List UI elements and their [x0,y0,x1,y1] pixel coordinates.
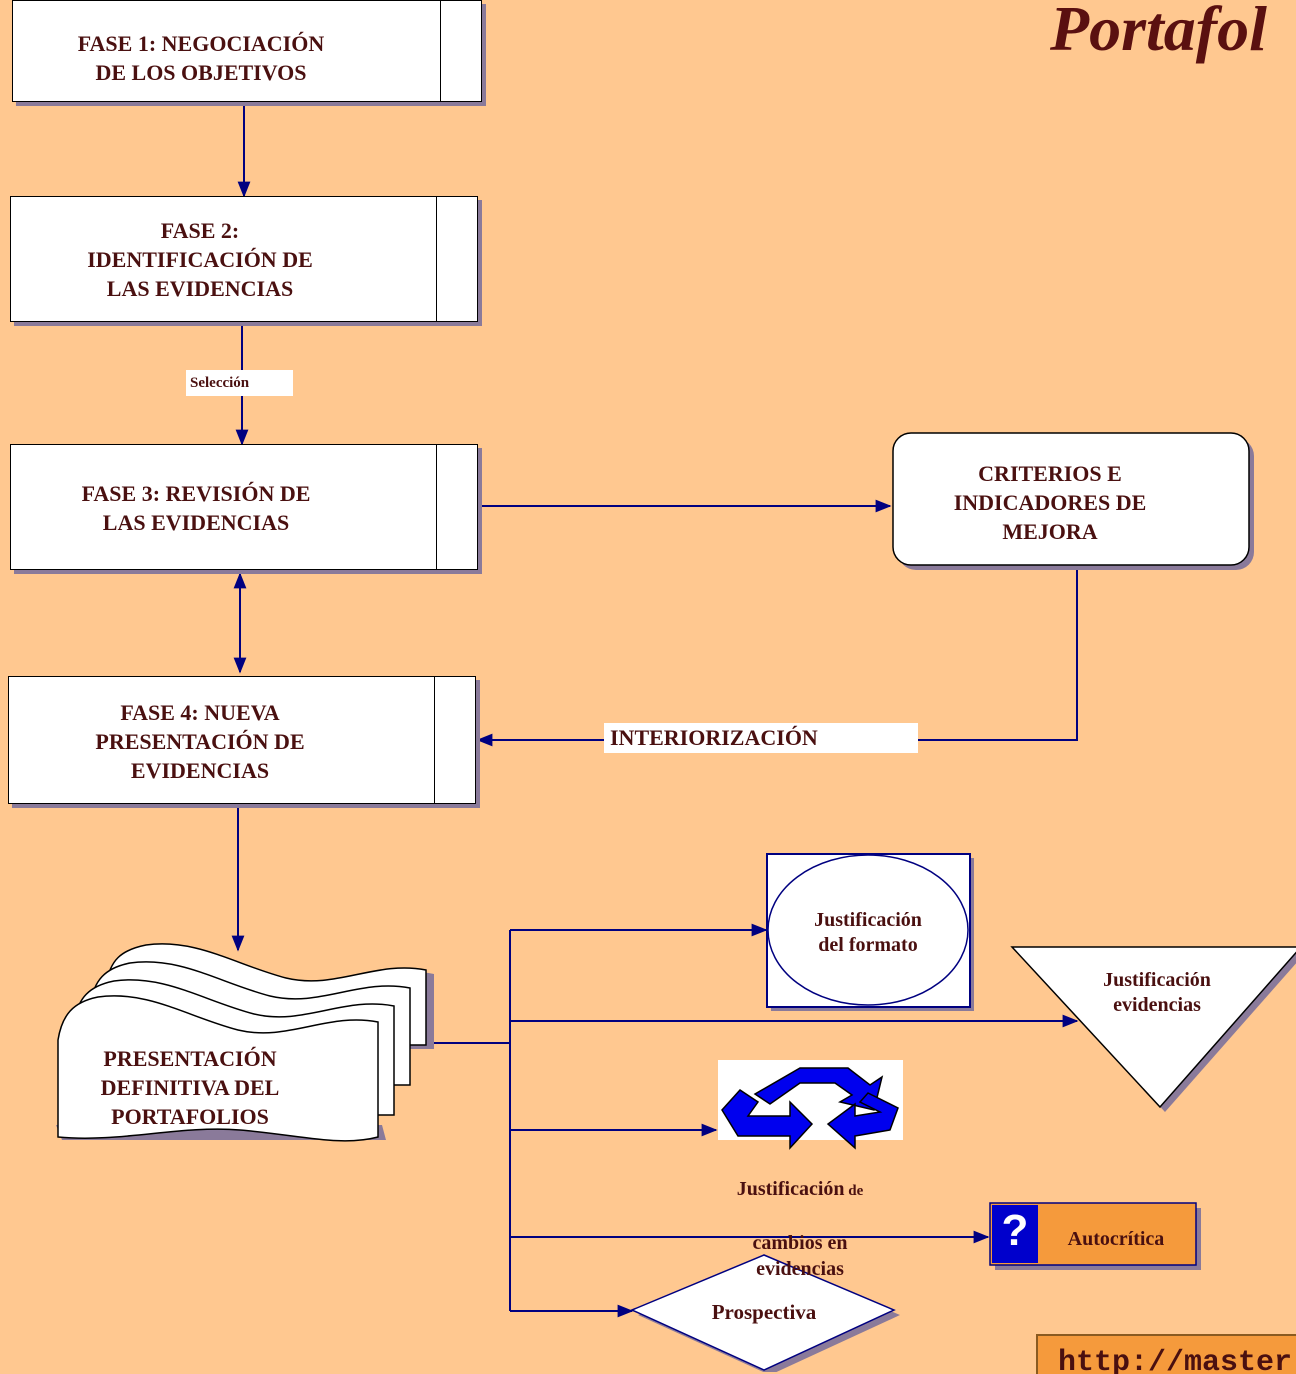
autocritica-label: Autocrítica [1067,1228,1165,1250]
arrow-criterios-fase4 [476,570,1078,747]
svg-text:?: ? [1002,1206,1029,1255]
page-title: Portafol [1050,0,1267,64]
fase2-bar [436,197,477,321]
url-link[interactable]: http://master [1058,1346,1293,1374]
cambios-rest: cambios en evidencias [752,1232,848,1280]
fase1-box [12,0,482,102]
evidencias-label: Justificación evidencias [1103,969,1211,1016]
formato-label: Justificación del formato [814,909,922,956]
evidencias-triangle [1010,946,1296,1109]
criterios-label: CRITERIOS E INDICADORES DE MEJORA [953,461,1147,544]
url-box[interactable]: http://master [1036,1334,1296,1374]
fase4-bar [434,677,475,803]
fase1-bar [440,1,481,101]
presentacion-label: PRESENTACIÓN DEFINITIVA DEL PORTAFOLIOS [100,1046,280,1129]
fase1-label: FASE 1: NEGOCIACIÓN DE LOS OBJETIVOS [77,31,325,85]
seleccion-label: Selección [186,370,293,396]
interiorizacion-label: INTERIORIZACIÓN [604,723,918,753]
presentacion-documents [56,943,434,1142]
fase2-box [10,196,478,322]
question-icon [992,1205,1038,1263]
cambios-line1: Justificación [736,1178,845,1200]
fase3-box [10,444,478,570]
cambios-label: Justificación de cambios en evidencias [700,1150,900,1282]
prospectiva-label: Prospectiva [711,1300,817,1324]
prospectiva-diamond [630,1254,896,1371]
fase3-label: FASE 3: REVISIÓN DE LAS EVIDENCIAS [81,481,311,535]
fase4-box [8,676,476,804]
recycle-icon [721,1067,899,1150]
cambios-de: de [844,1183,864,1199]
fase4-label: FASE 4: NUEVA PRESENTACIÓN DE EVIDENCIAS [95,700,305,783]
fase3-bar [436,445,477,569]
fase2-label: FASE 2: IDENTIFICACIÓN DE LAS EVIDENCIAS [87,218,313,301]
criterios-box [892,432,1250,566]
formato-ellipse [767,854,969,1006]
